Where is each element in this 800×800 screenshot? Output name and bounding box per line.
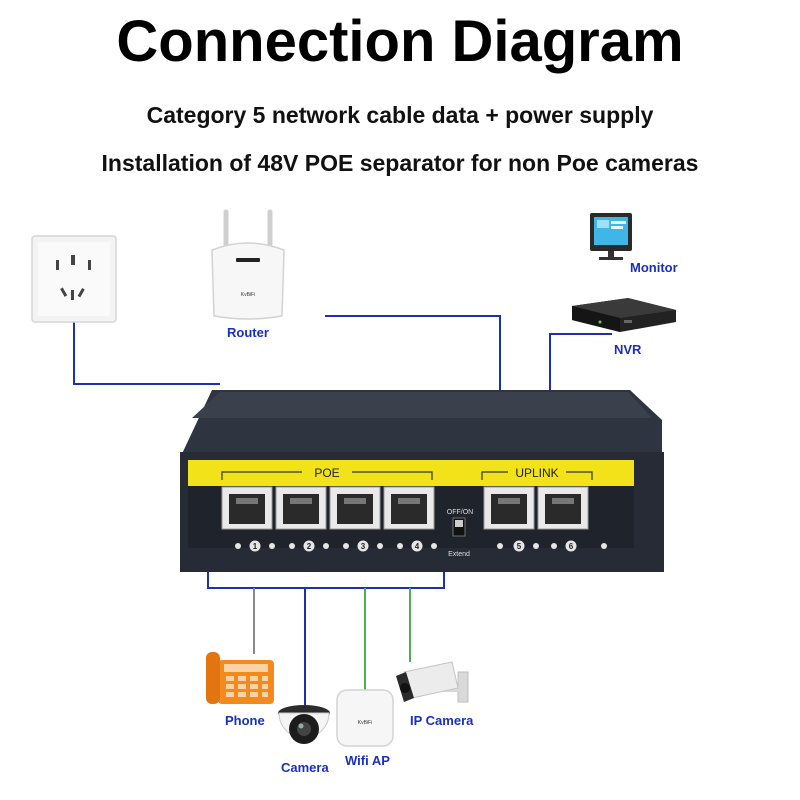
port-number-5: 5 [517, 542, 522, 551]
phone-label: Phone [225, 713, 265, 728]
phone-icon [206, 652, 274, 704]
port-3 [329, 486, 381, 530]
ip-camera-label: IP Camera [410, 713, 474, 728]
router-icon: KvBiFi [211, 209, 285, 320]
off-on-label: OFF/ON [447, 509, 473, 516]
port-number-4: 4 [415, 542, 420, 551]
nvr-label: NVR [614, 342, 642, 357]
wifi-ap-label: Wifi AP [345, 753, 390, 768]
subtitle-poe-separator: Installation of 48V POE separator for no… [101, 150, 699, 176]
page-title: Connection Diagram [116, 9, 684, 74]
cable-power-socket [73, 322, 220, 385]
monitor-label: Monitor [630, 260, 678, 275]
port-number-1: 1 [253, 542, 258, 551]
wifi-ap-icon: KvBiFi [336, 689, 394, 747]
port-5 [483, 486, 535, 530]
port-6 [537, 486, 589, 530]
camera-label: Camera [281, 760, 329, 775]
wall-socket-icon [31, 235, 117, 323]
port-4 [383, 486, 435, 530]
poe-switch: POE UPLINK [180, 390, 664, 572]
poe-label: POE [314, 466, 339, 480]
camera-icon [278, 705, 330, 744]
port-number-6: 6 [569, 542, 574, 551]
switch-label-strip [188, 460, 634, 486]
extend-label: Extend [448, 551, 470, 558]
wifi-ap-brand: KvBiFi [358, 720, 372, 726]
port-2 [275, 486, 327, 530]
port-1 [221, 486, 273, 530]
port-number-2: 2 [307, 542, 312, 551]
router-brand: KvBiFi [241, 292, 255, 298]
subtitle-cable: Category 5 network cable data + power su… [146, 102, 654, 128]
router-label: Router [227, 325, 269, 340]
uplink-label: UPLINK [515, 466, 558, 480]
monitor-icon [590, 213, 632, 260]
nvr-icon [572, 298, 676, 332]
port-number-3: 3 [361, 542, 366, 551]
ip-camera-icon [396, 661, 469, 703]
